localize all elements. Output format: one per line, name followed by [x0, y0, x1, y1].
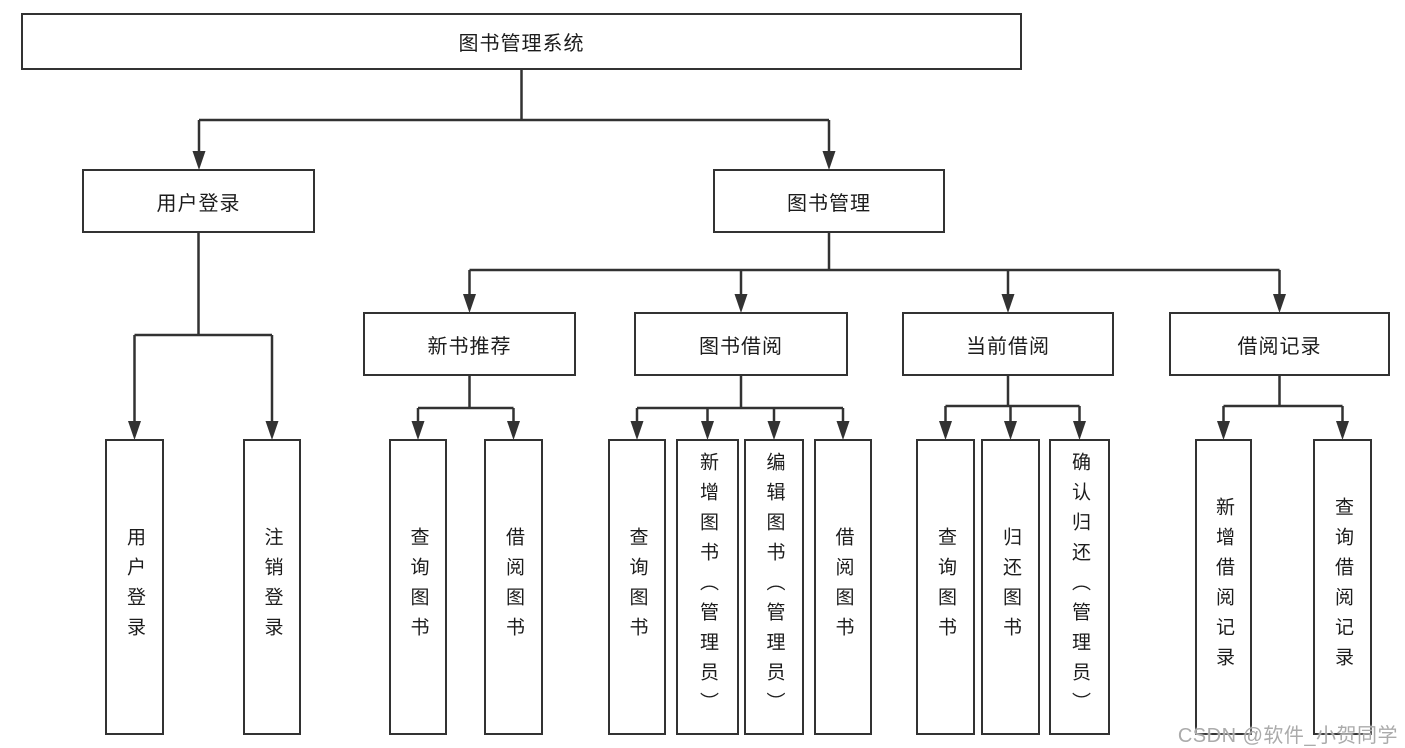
leaf-logout: 注销登录: [243, 439, 301, 735]
leaf-br-query-record: 查询借阅记录: [1313, 439, 1372, 735]
arrow-down-icon: [939, 421, 952, 440]
arrow-down-icon: [507, 421, 520, 440]
arrow-down-icon: [265, 421, 279, 440]
arrow-down-icon: [822, 151, 836, 170]
leaf-bb-add-books-admin: 新增图书（管理员）: [676, 439, 739, 735]
arrow-down-icon: [701, 421, 714, 440]
arrow-down-icon: [1273, 294, 1286, 313]
connector-book-borrow-to-leaves: [635, 376, 845, 436]
leaf-user-login: 用户登录: [105, 439, 164, 735]
leaf-nb-query-books: 查询图书: [389, 439, 447, 735]
arrow-down-icon: [463, 294, 476, 313]
arrow-down-icon: [767, 421, 781, 440]
leaf-nb-borrow-books: 借阅图书: [484, 439, 543, 735]
arrow-down-icon: [128, 421, 141, 440]
node-book-management: 图书管理: [713, 169, 945, 233]
arrow-down-icon: [1217, 421, 1230, 440]
leaf-cb-return-books: 归还图书: [981, 439, 1040, 735]
connector-root-to-level2: [197, 70, 831, 166]
arrow-down-icon: [1004, 421, 1017, 440]
node-borrowing-records: 借阅记录: [1169, 312, 1390, 376]
connector-book-management-to-level3: [468, 233, 1281, 309]
leaf-br-add-record: 新增借阅记录: [1195, 439, 1252, 735]
node-book-management-system: 图书管理系统: [21, 13, 1022, 70]
node-current-borrowing: 当前借阅: [902, 312, 1114, 376]
arrow-down-icon: [192, 151, 206, 170]
connector-user-login-to-leaves: [133, 233, 274, 436]
arrow-down-icon: [1001, 294, 1015, 313]
node-user-login: 用户登录: [82, 169, 315, 233]
arrow-down-icon: [1336, 421, 1349, 440]
arrow-down-icon: [734, 294, 748, 313]
leaf-cb-confirm-return-admin: 确认归还（管理员）: [1049, 439, 1110, 735]
leaf-bb-query-books: 查询图书: [608, 439, 666, 735]
node-new-book-recommend: 新书推荐: [363, 312, 576, 376]
leaf-cb-query-books: 查询图书: [916, 439, 975, 735]
leaf-bb-edit-books-admin: 编辑图书（管理员）: [744, 439, 804, 735]
connector-borrow-records-to-leaves: [1222, 376, 1344, 436]
arrow-down-icon: [630, 421, 644, 440]
csdn-watermark: CSDN @软件_小贺同学: [1177, 725, 1398, 747]
connector-new-book-to-leaves: [416, 376, 515, 436]
arrow-down-icon: [1073, 421, 1086, 440]
node-book-borrowing: 图书借阅: [634, 312, 848, 376]
arrow-down-icon: [836, 421, 850, 440]
leaf-bb-borrow-books: 借阅图书: [814, 439, 872, 735]
arrow-down-icon: [411, 421, 425, 440]
